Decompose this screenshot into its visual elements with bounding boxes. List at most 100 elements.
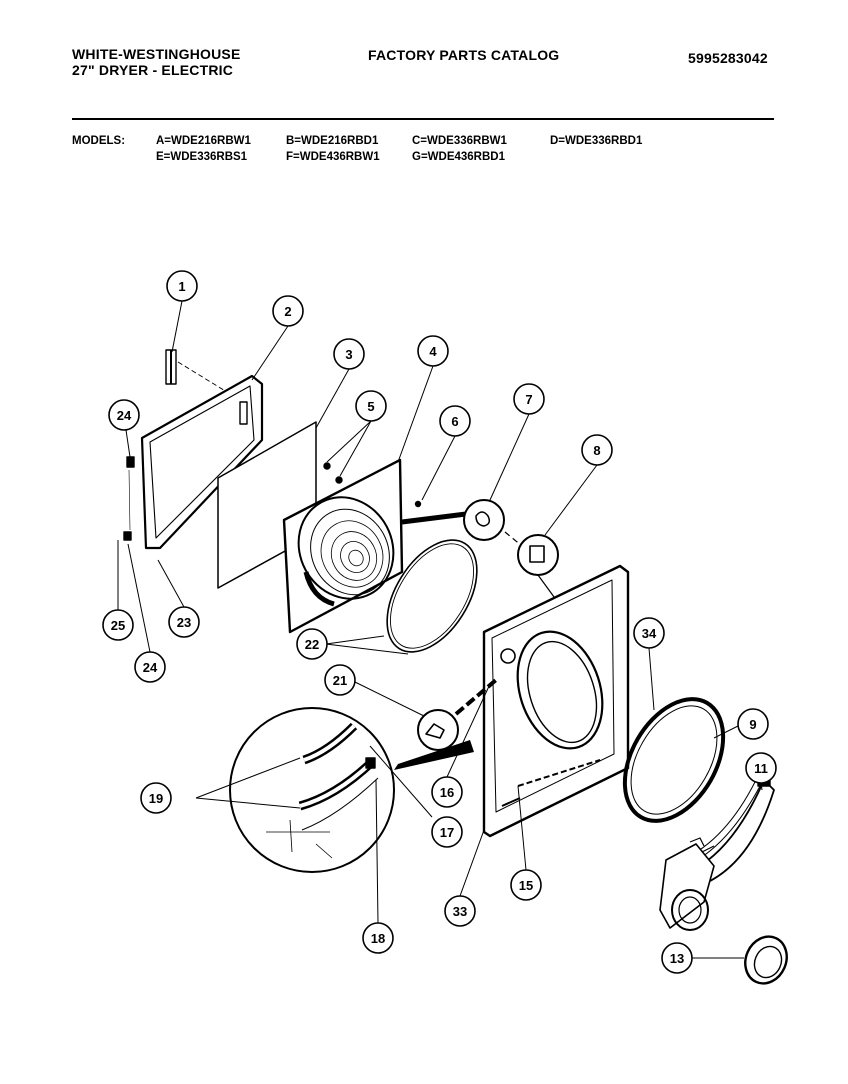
callout-circle bbox=[272, 295, 304, 327]
callout-24: 24 bbox=[134, 651, 166, 683]
callout-1: 1 bbox=[166, 270, 198, 302]
callout-circle bbox=[134, 651, 166, 683]
callout-number: 7 bbox=[525, 392, 532, 407]
part-door-frame bbox=[140, 374, 264, 550]
callout-number: 33 bbox=[453, 904, 467, 919]
header-divider bbox=[72, 118, 774, 120]
callout-number: 34 bbox=[642, 626, 657, 641]
callout-circle bbox=[439, 405, 471, 437]
callout-5: 5 bbox=[355, 390, 387, 422]
callout-circle bbox=[737, 708, 769, 740]
callout-number: 11 bbox=[754, 761, 768, 776]
callout-18: 18 bbox=[362, 922, 394, 954]
callout-circle bbox=[324, 664, 356, 696]
callout-circle bbox=[333, 338, 365, 370]
part-door-gasket bbox=[386, 539, 478, 653]
callout-circle bbox=[362, 922, 394, 954]
callout-number: 18 bbox=[371, 931, 385, 946]
callout-number: 24 bbox=[143, 660, 158, 675]
callout-number: 13 bbox=[670, 951, 684, 966]
part-bearing-ring bbox=[744, 935, 788, 985]
brand-line-2: 27" DRYER - ELECTRIC bbox=[72, 62, 234, 78]
part-door-inner-panel bbox=[282, 458, 404, 634]
model-c: C=WDE336RBW1 bbox=[412, 135, 507, 147]
callout-circle bbox=[510, 869, 542, 901]
callout-circle bbox=[444, 895, 476, 927]
part-screws bbox=[323, 462, 343, 484]
part-magnified-detail bbox=[229, 707, 474, 873]
callout-11: 11 bbox=[745, 752, 777, 784]
part-small-screw bbox=[414, 500, 422, 508]
callout-number: 17 bbox=[440, 825, 454, 840]
callout-number: 8 bbox=[593, 443, 600, 458]
part-hinge-detail bbox=[401, 499, 505, 541]
callout-34: 34 bbox=[633, 617, 665, 649]
callout-16: 16 bbox=[431, 776, 463, 808]
brand-title: WHITE-WESTINGHOUSE 27" DRYER - ELECTRIC bbox=[72, 46, 240, 78]
callout-number: 6 bbox=[451, 414, 458, 429]
callout-circle bbox=[431, 816, 463, 848]
callout-9: 9 bbox=[737, 708, 769, 740]
callout-number: 2 bbox=[284, 304, 291, 319]
callout-number: 21 bbox=[333, 673, 347, 688]
callout-33: 33 bbox=[444, 895, 476, 927]
callout-number: 19 bbox=[149, 791, 163, 806]
callout-circle bbox=[661, 942, 693, 974]
part-drum-bearing-handle bbox=[659, 777, 775, 931]
model-e: E=WDE336RBS1 bbox=[156, 151, 248, 163]
callout-circle bbox=[296, 628, 328, 660]
callout-number: 25 bbox=[111, 618, 125, 633]
callout-circle bbox=[581, 434, 613, 466]
callout-number: 16 bbox=[440, 785, 454, 800]
callout-6: 6 bbox=[439, 405, 471, 437]
callout-circle bbox=[168, 606, 200, 638]
callout-3: 3 bbox=[333, 338, 365, 370]
callout-circle bbox=[108, 399, 140, 431]
catalog-number: 5995283042 bbox=[688, 50, 768, 66]
model-a: A=WDE216RBW1 bbox=[156, 135, 251, 147]
callout-number: 24 bbox=[117, 408, 132, 423]
model-b: B=WDE216RBD1 bbox=[286, 135, 379, 147]
model-d: D=WDE336RBD1 bbox=[550, 135, 643, 147]
brand-line-1: WHITE-WESTINGHOUSE bbox=[72, 46, 241, 62]
callout-8: 8 bbox=[581, 434, 613, 466]
callout-number: 23 bbox=[177, 615, 191, 630]
callout-number: 22 bbox=[305, 637, 319, 652]
callout-17: 17 bbox=[431, 816, 463, 848]
callout-number: 3 bbox=[345, 347, 352, 362]
callout-24: 24 bbox=[108, 399, 140, 431]
callout-circle bbox=[633, 617, 665, 649]
callout-22: 22 bbox=[296, 628, 328, 660]
callout-19: 19 bbox=[140, 782, 172, 814]
callout-circle bbox=[745, 752, 777, 784]
callout-23: 23 bbox=[168, 606, 200, 638]
callout-circle bbox=[513, 383, 545, 415]
callout-2: 2 bbox=[272, 295, 304, 327]
part-door-clips bbox=[123, 456, 135, 541]
callout-number: 5 bbox=[367, 399, 374, 414]
model-g: G=WDE436RBD1 bbox=[412, 151, 505, 163]
callout-4: 4 bbox=[417, 335, 449, 367]
part-front-panel bbox=[482, 564, 630, 838]
callout-25: 25 bbox=[102, 609, 134, 641]
callout-number: 15 bbox=[519, 878, 533, 893]
callout-13: 13 bbox=[661, 942, 693, 974]
callout-circle bbox=[431, 776, 463, 808]
callout-circle bbox=[166, 270, 198, 302]
catalog-title: FACTORY PARTS CATALOG bbox=[368, 47, 560, 63]
callout-7: 7 bbox=[513, 383, 545, 415]
callout-21: 21 bbox=[324, 664, 356, 696]
callout-circle bbox=[140, 782, 172, 814]
callout-number: 4 bbox=[429, 344, 437, 359]
callout-circle bbox=[417, 335, 449, 367]
model-f: F=WDE436RBW1 bbox=[286, 151, 380, 163]
callout-15: 15 bbox=[510, 869, 542, 901]
callout-number: 9 bbox=[749, 717, 756, 732]
callout-number: 1 bbox=[178, 279, 185, 294]
part-seal-ring bbox=[622, 697, 726, 823]
models-label: MODELS: bbox=[72, 135, 126, 147]
callout-leaders bbox=[117, 300, 763, 959]
callout-circle bbox=[355, 390, 387, 422]
